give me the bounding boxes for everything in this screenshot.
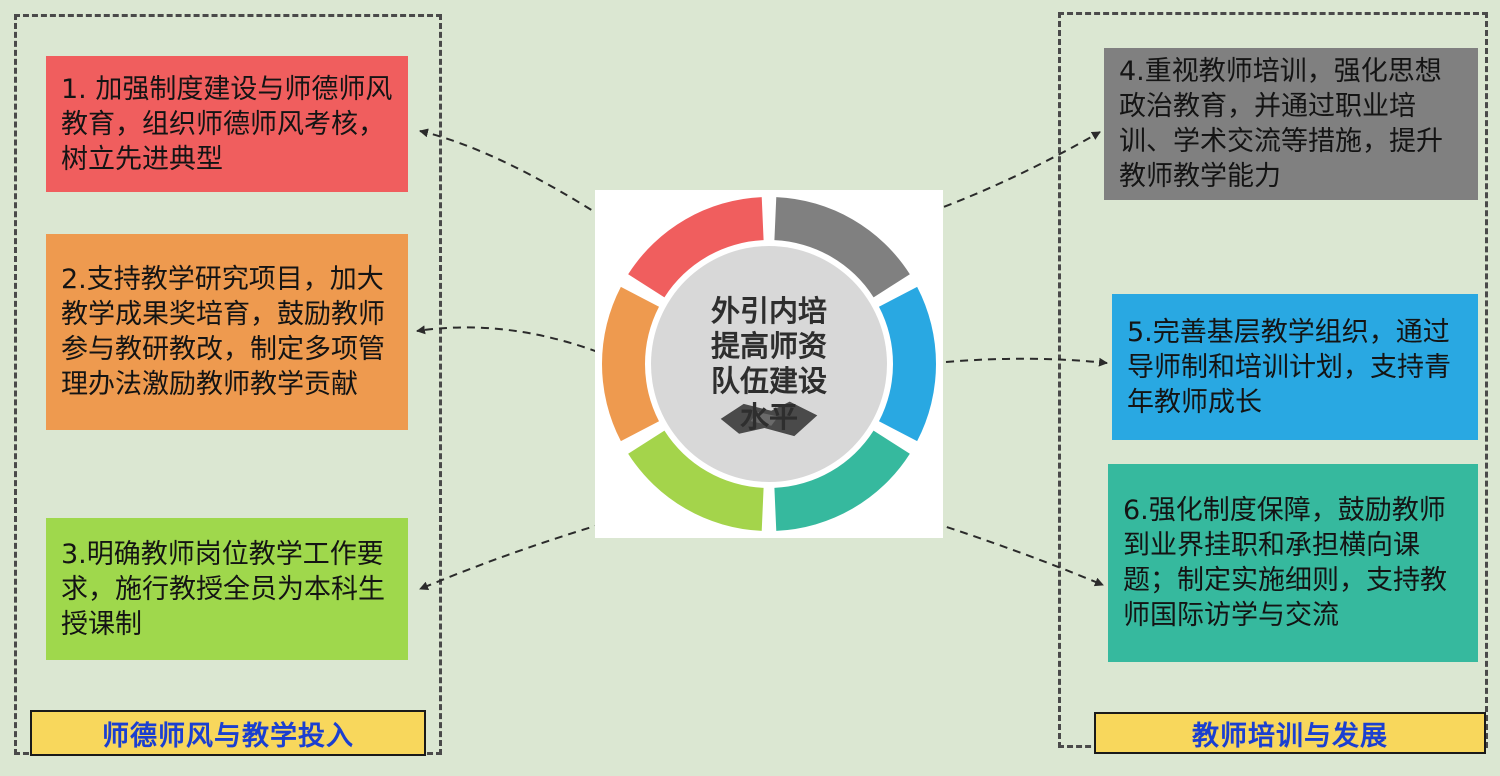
item-text-6: 6.强化制度保障，鼓励教师到业界挂职和承担横向课题；制定实施细则，支持教师国际访… bbox=[1123, 495, 1447, 631]
ring-segment-2 bbox=[878, 286, 936, 442]
center-line-2: 提高师资 bbox=[710, 328, 827, 363]
item-box-5: 5.完善基层教学组织，通过导师制和培训计划，支持青年教师成长 bbox=[1112, 294, 1478, 440]
item-box-1: 1. 加强制度建设与师德师风教育，组织师德师风考核，树立先进典型 bbox=[46, 56, 408, 192]
right-group-title: 教师培训与发展 bbox=[1094, 712, 1486, 754]
ring-segment-1 bbox=[774, 197, 910, 298]
segmented-ring-chart bbox=[602, 197, 936, 531]
left-group-title-label: 师德师风与教学投入 bbox=[102, 720, 354, 752]
item-text-4: 4.重视教师培训，强化思想政治教育，并通过职业培训、学术交流等措施，提升教师教学… bbox=[1119, 56, 1443, 192]
item-text-5: 5.完善基层教学组织，通过导师制和培训计划，支持青年教师成长 bbox=[1127, 316, 1451, 418]
item-box-6: 6.强化制度保障，鼓励教师到业界挂职和承担横向课题；制定实施细则，支持教师国际访… bbox=[1108, 464, 1478, 662]
arrow-to-item-1 bbox=[419, 128, 616, 226]
arrow-to-item-2 bbox=[416, 325, 599, 353]
item-box-4: 4.重视教师培训，强化思想政治教育，并通过职业培训、学术交流等措施，提升教师教学… bbox=[1104, 48, 1478, 200]
center-line-1: 外引内培 bbox=[710, 293, 827, 328]
center-text-block: 外引内培 提高师资 队伍建设 水平 bbox=[595, 190, 943, 538]
ring-inner-circle bbox=[651, 246, 887, 482]
handshake-icon bbox=[720, 401, 818, 437]
ring-segment-4 bbox=[628, 430, 764, 531]
item-text-1: 1. 加强制度建设与师德师风教育，组织师德师风考核，树立先进典型 bbox=[61, 73, 393, 175]
left-group-title: 师德师风与教学投入 bbox=[30, 710, 426, 756]
center-line-4: 水平 bbox=[739, 399, 798, 434]
ring-segment-6 bbox=[628, 197, 764, 298]
right-group-title-label: 教师培训与发展 bbox=[1192, 720, 1388, 752]
item-text-2: 2.支持教学研究项目，加大教学成果奖培育，鼓励教师参与教研教改，制定多项管理办法… bbox=[61, 264, 385, 400]
ring-segment-3 bbox=[774, 430, 910, 531]
center-diagram-card: 外引内培 提高师资 队伍建设 水平 bbox=[595, 190, 943, 538]
center-line-4-wrap: 水平 bbox=[720, 399, 818, 437]
item-box-3: 3.明确教师岗位教学工作要求，施行教授全员为本科生授课制 bbox=[46, 518, 408, 660]
item-box-2: 2.支持教学研究项目，加大教学成果奖培育，鼓励教师参与教研教改，制定多项管理办法… bbox=[46, 234, 408, 430]
item-text-3: 3.明确教师岗位教学工作要求，施行教授全员为本科生授课制 bbox=[61, 538, 385, 640]
ring-segment-5 bbox=[602, 286, 660, 442]
center-line-3: 队伍建设 bbox=[710, 363, 827, 398]
